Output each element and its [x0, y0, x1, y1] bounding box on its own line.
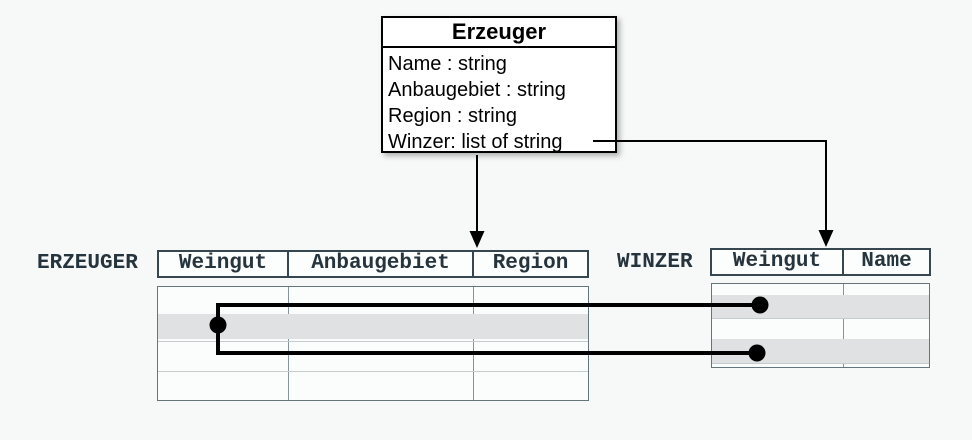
class-title: Erzeuger: [383, 18, 615, 48]
class-attribute-winzer: Winzer: list of string: [388, 131, 563, 153]
erzeuger-table-header: Weingut Anbaugebiet Region: [157, 250, 589, 278]
erzeuger-header-cell-region: Region: [492, 252, 569, 275]
erzeuger-row-divider: [158, 341, 588, 342]
winzer-table-body: [711, 283, 930, 368]
erzeuger-column-divider: [288, 287, 289, 400]
winzer-column-divider: [843, 284, 844, 367]
winzer-header-cell-weingut: Weingut: [712, 250, 844, 274]
erzeuger-column-divider: [473, 287, 474, 400]
erzeuger-header-cell-weingut: Weingut: [159, 252, 289, 276]
arrow-winzer-attr-to-winzer-head-icon: [818, 230, 834, 247]
arrow-winzer-attr-to-winzer-line: [593, 140, 827, 232]
winzer-table-header: Weingut Name: [710, 248, 931, 276]
class-attribute-anbaugebiet: Anbaugebiet : string: [388, 79, 566, 101]
class-attribute-region: Region : string: [388, 105, 517, 127]
erzeuger-table-body: [157, 286, 589, 401]
erzeuger-highlighted-row: [158, 314, 588, 339]
winzer-row-divider: [712, 318, 929, 319]
erzeuger-row-divider: [158, 371, 588, 372]
uml-class-box-erzeuger: Erzeuger Name : string Anbaugebiet : str…: [381, 16, 617, 153]
winzer-header-cell-name: Name: [861, 250, 912, 273]
arrow-class-to-erzeuger-head-icon: [469, 231, 485, 248]
class-attribute-name: Name : string: [388, 53, 507, 75]
winzer-table-label: WINZER: [617, 251, 693, 274]
class-attribute-list: Name : string Anbaugebiet : string Regio…: [383, 48, 615, 155]
winzer-highlighted-row-1: [712, 295, 929, 318]
winzer-row-divider: [712, 363, 929, 364]
winzer-highlighted-row-2: [712, 339, 929, 363]
erzeuger-table-label: ERZEUGER: [37, 252, 138, 275]
erzeuger-header-cell-anbaugebiet: Anbaugebiet: [289, 252, 474, 276]
